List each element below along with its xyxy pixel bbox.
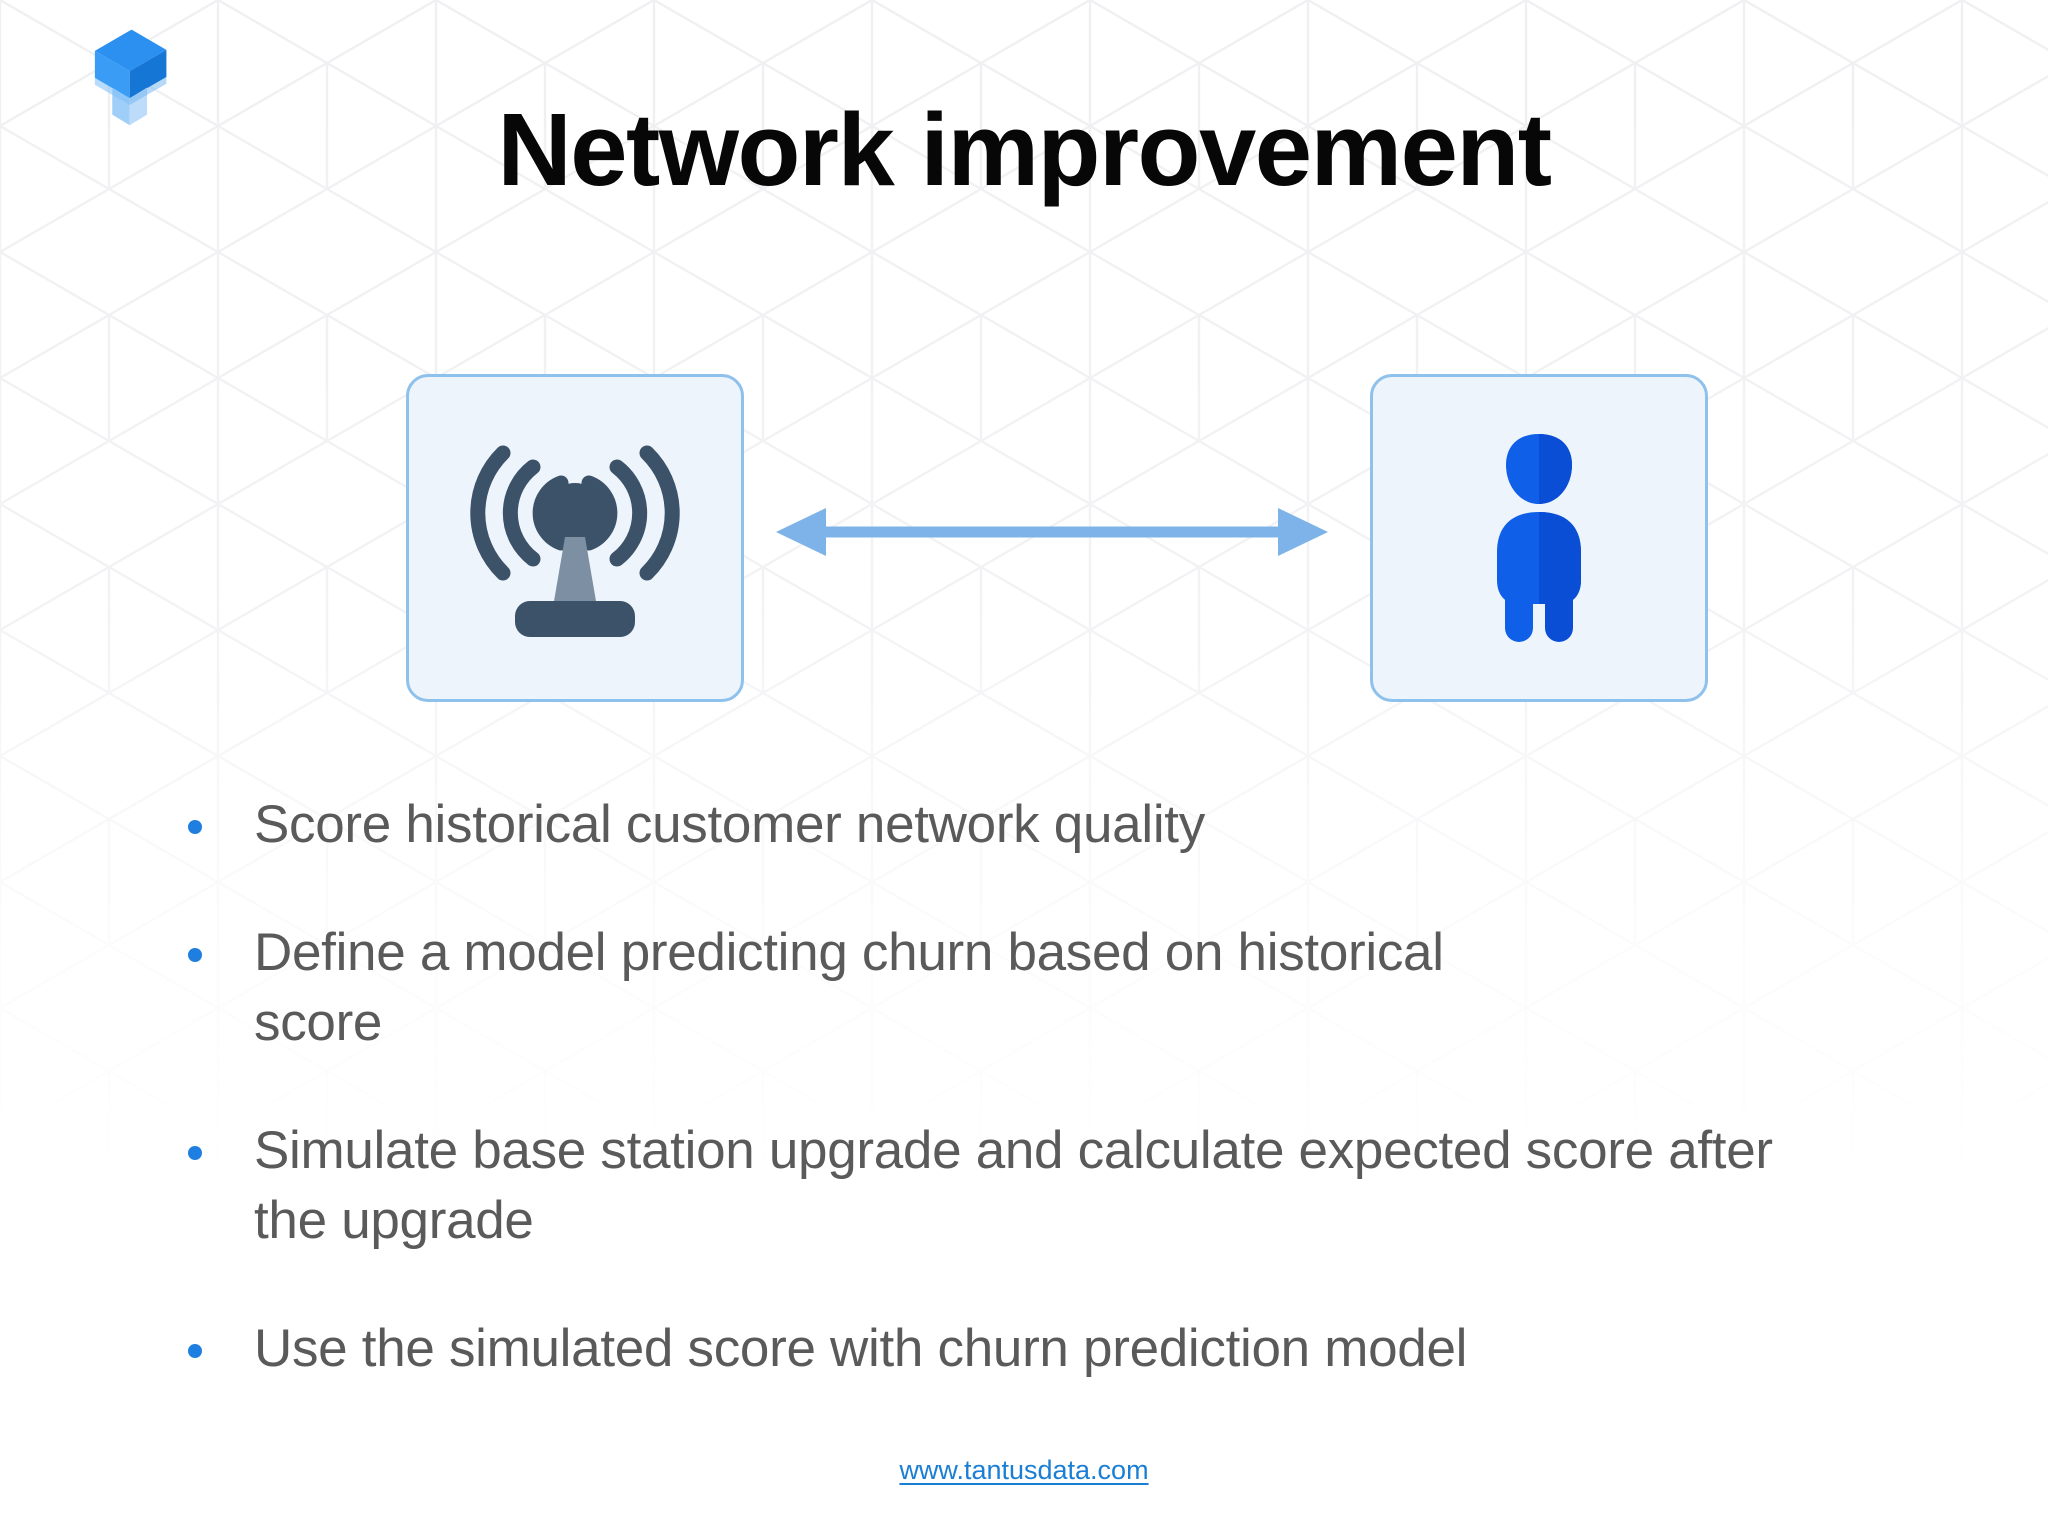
list-item: Simulate base station upgrade and calcul… [0,1116,2048,1256]
bullet-dot-icon [188,947,202,962]
bullet-text: Score historical customer network qualit… [254,795,1205,854]
bullet-list: Score historical customer network qualit… [0,790,2048,1384]
connector-arrow [772,500,1332,564]
customer-card [1370,374,1708,702]
list-item: Score historical customer network qualit… [0,790,2048,860]
double-headed-arrow-icon [776,508,1328,556]
bullet-text: Use the simulated score with churn predi… [254,1318,1468,1378]
page-title: Network improvement [497,92,1552,207]
base-station-card [406,374,744,702]
cell-tower-icon [470,445,680,637]
bullet-text: Define a model predicting churn based on… [254,922,1444,1052]
bullet-text: Simulate base station upgrade and calcul… [254,1120,1773,1250]
website-link[interactable]: www.tantusdata.com [899,1455,1149,1485]
bullet-dot-icon [188,820,202,834]
bullet-dot-icon [188,1343,202,1358]
person-icon [1497,434,1581,642]
list-item: Define a model predicting churn based on… [0,918,2048,1058]
bullet-dot-icon [188,1145,202,1160]
footer: www.tantusdata.com [0,1455,2048,1486]
list-item: Use the simulated score with churn predi… [0,1314,2048,1384]
